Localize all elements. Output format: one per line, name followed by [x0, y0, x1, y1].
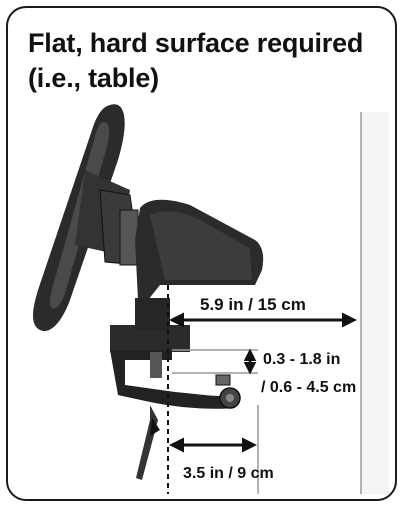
height-range-label-line-2: / 0.6 - 4.5 cm [261, 379, 356, 396]
table-surface [360, 112, 389, 494]
wheel-base-body [110, 199, 264, 352]
height-range-dimension: 0.3 - 1.8 in / 0.6 - 4.5 cm [172, 348, 356, 396]
base-depth-label: 3.5 in / 9 cm [183, 465, 274, 482]
table-clamp [110, 350, 241, 480]
horizontal-clearance-label: 5.9 in / 15 cm [200, 295, 306, 314]
base-depth-dimension: 3.5 in / 9 cm [169, 405, 274, 494]
height-range-label-line-1: 0.3 - 1.8 in [263, 351, 340, 368]
title-line-1: Flat, hard surface required [28, 28, 364, 58]
title-line-2: (i.e., table) [28, 63, 159, 93]
horizontal-clearance-dimension: 5.9 in / 15 cm [169, 295, 357, 328]
page-title: Flat, hard surface required (i.e., table… [28, 26, 388, 96]
wheel-mount [99, 189, 141, 266]
